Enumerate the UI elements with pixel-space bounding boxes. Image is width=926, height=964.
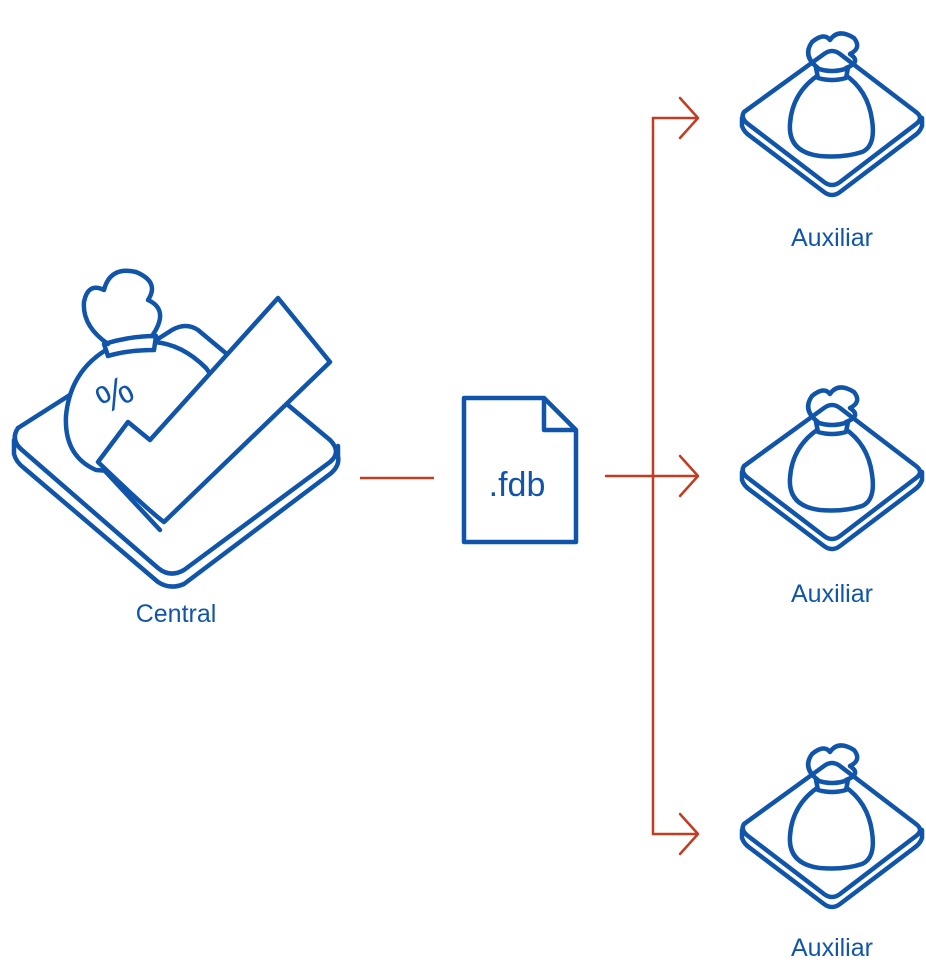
money-bag-tray-icon (742, 33, 922, 195)
money-bag-checkmark-icon (11, 268, 341, 589)
file-extension-label: .fdb (489, 466, 546, 504)
arrow-head-1 (678, 96, 700, 140)
central-node: % Central (11, 268, 341, 628)
money-bag-tray-icon (742, 387, 922, 549)
central-label: Central (136, 600, 217, 628)
auxiliar-label: Auxiliar (791, 224, 873, 252)
arrow-head-3 (678, 812, 700, 856)
document-file-icon (461, 395, 579, 545)
distribution-arrows (604, 96, 700, 856)
auxiliar-node-2: Auxiliar (742, 387, 922, 608)
auxiliar-node-1: Auxiliar (742, 33, 922, 252)
auxiliar-label: Auxiliar (791, 580, 873, 608)
auxiliar-label: Auxiliar (791, 934, 873, 962)
auxiliar-node-3: Auxiliar (742, 745, 922, 962)
arrow-head-2 (678, 454, 700, 498)
file-node: .fdb (461, 395, 579, 545)
money-bag-tray-icon (742, 745, 922, 907)
